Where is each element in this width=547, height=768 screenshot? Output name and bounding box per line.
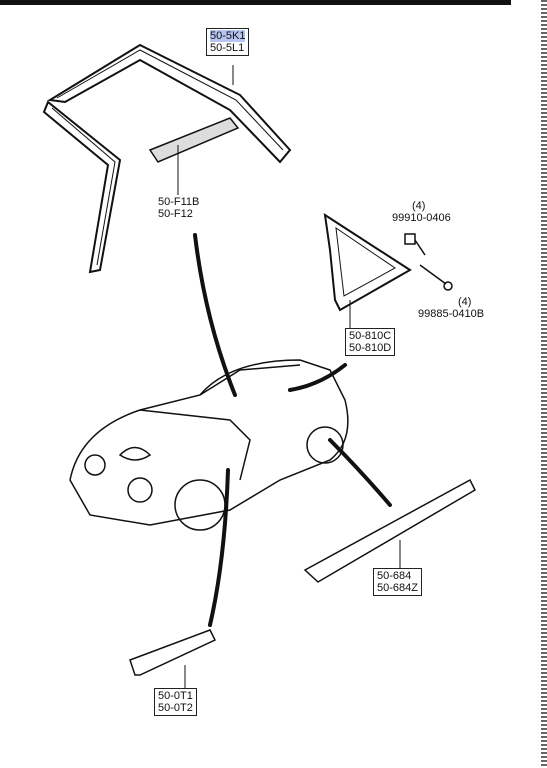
part-number: 50-810C [349,330,392,342]
part-number: 50-0T1 [158,690,193,702]
part-number: 50-0T2 [158,702,193,714]
leader-lines [193,233,392,627]
part-number: 50-810D [349,342,392,354]
label-quarter-window: 50-810C 50-810D [345,328,396,356]
label-fastener-b: (4) 99885-0410B [418,296,484,320]
quantity: (4) [412,200,426,212]
label-roof-strip: 50-F11B 50-F12 [158,196,199,220]
quantity: (4) [458,296,472,308]
side-sill-drawing [303,478,476,583]
part-number: 99910-0406 [392,212,451,224]
roof-seal-drawing [42,43,292,274]
part-number: 50-F11B [158,196,200,208]
thin-leaders [177,65,401,690]
front-trim-drawing [129,629,217,676]
part-number: 50-5K1 [210,30,246,42]
part-number: 99885-0410B [418,308,485,320]
roof-strip-drawing [148,117,240,163]
part-number: 50-5L1 [210,42,245,54]
label-roof-seal: 50-5K1 50-5L1 [206,28,250,56]
label-fastener-a: (4) 99910-0406 [392,200,451,224]
fastener-drawings [404,233,453,291]
top-rule [0,0,511,5]
label-front-trim: 50-0T1 50-0T2 [154,688,197,716]
scan-edge [541,0,547,768]
part-number: 50-684 [377,570,412,582]
part-number: 50-F12 [158,208,193,220]
quarter-window-drawing [323,212,412,312]
label-side-sill: 50-684 50-684Z [373,568,422,596]
part-number: 50-684Z [377,582,418,594]
